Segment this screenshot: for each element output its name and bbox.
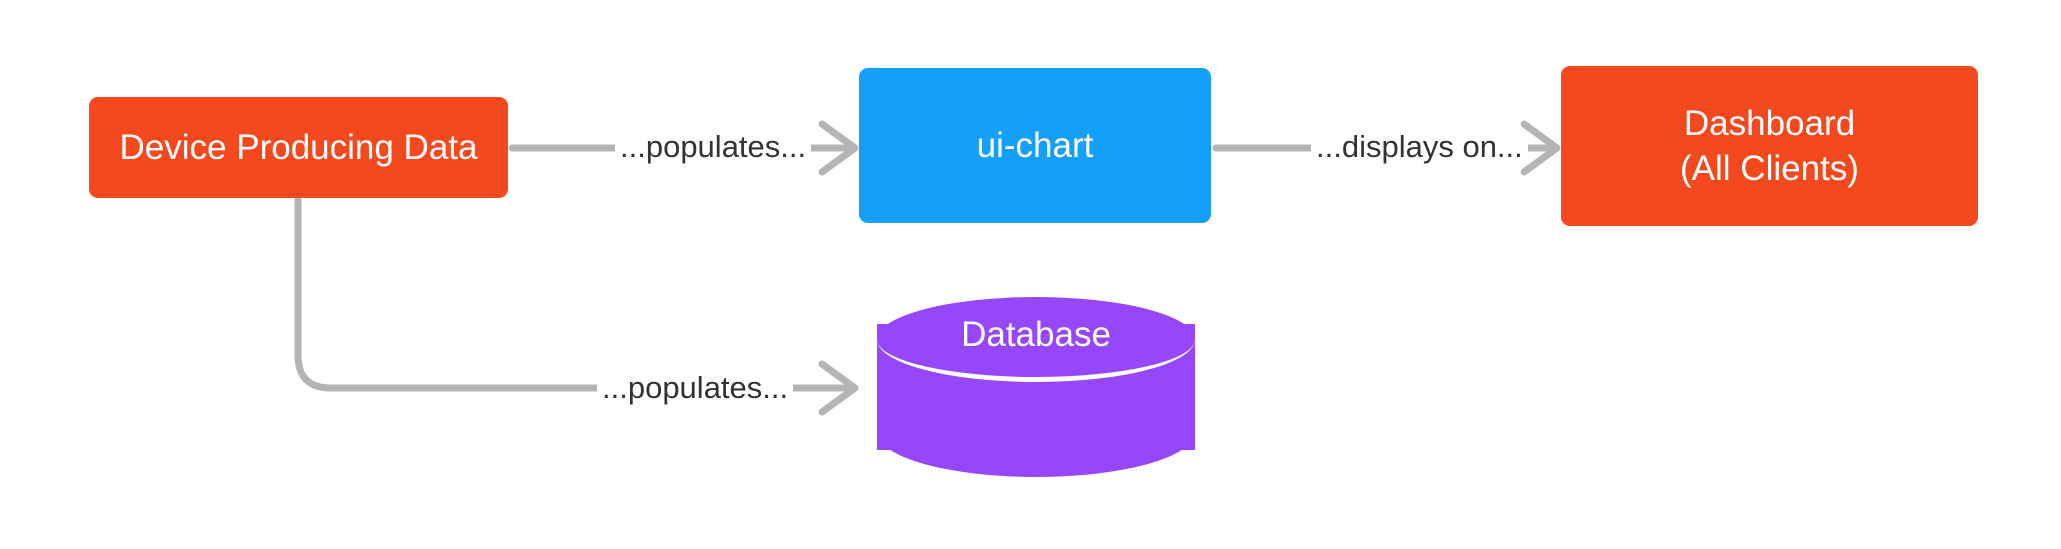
- node-device-producing-data[interactable]: Device Producing Data: [89, 97, 508, 198]
- arrowhead-device-to-database: [818, 360, 859, 416]
- edge-label-uichart-to-dashboard: ...displays on...: [1311, 131, 1528, 162]
- node-dashboard-label: Dashboard (All Clients): [1680, 103, 1859, 189]
- arrowhead-device-to-uichart: [818, 120, 859, 176]
- node-database-label: Database: [961, 315, 1111, 354]
- node-database[interactable]: Database: [877, 297, 1195, 477]
- database-cylinder-bottom-ellipse: [877, 387, 1195, 477]
- arrowhead-uichart-to-dashboard: [1520, 120, 1561, 176]
- edge-line-device-to-database: [294, 196, 849, 392]
- node-device-producing-data-label: Device Producing Data: [119, 127, 478, 167]
- database-cylinder-top-ellipse: [877, 297, 1195, 382]
- edge-label-device-to-database: ...populates...: [597, 372, 794, 403]
- edge-label-device-to-uichart: ...populates...: [615, 131, 812, 162]
- node-ui-chart[interactable]: ui-chart: [859, 68, 1211, 223]
- node-ui-chart-label: ui-chart: [976, 125, 1094, 165]
- node-dashboard[interactable]: Dashboard (All Clients): [1561, 66, 1978, 226]
